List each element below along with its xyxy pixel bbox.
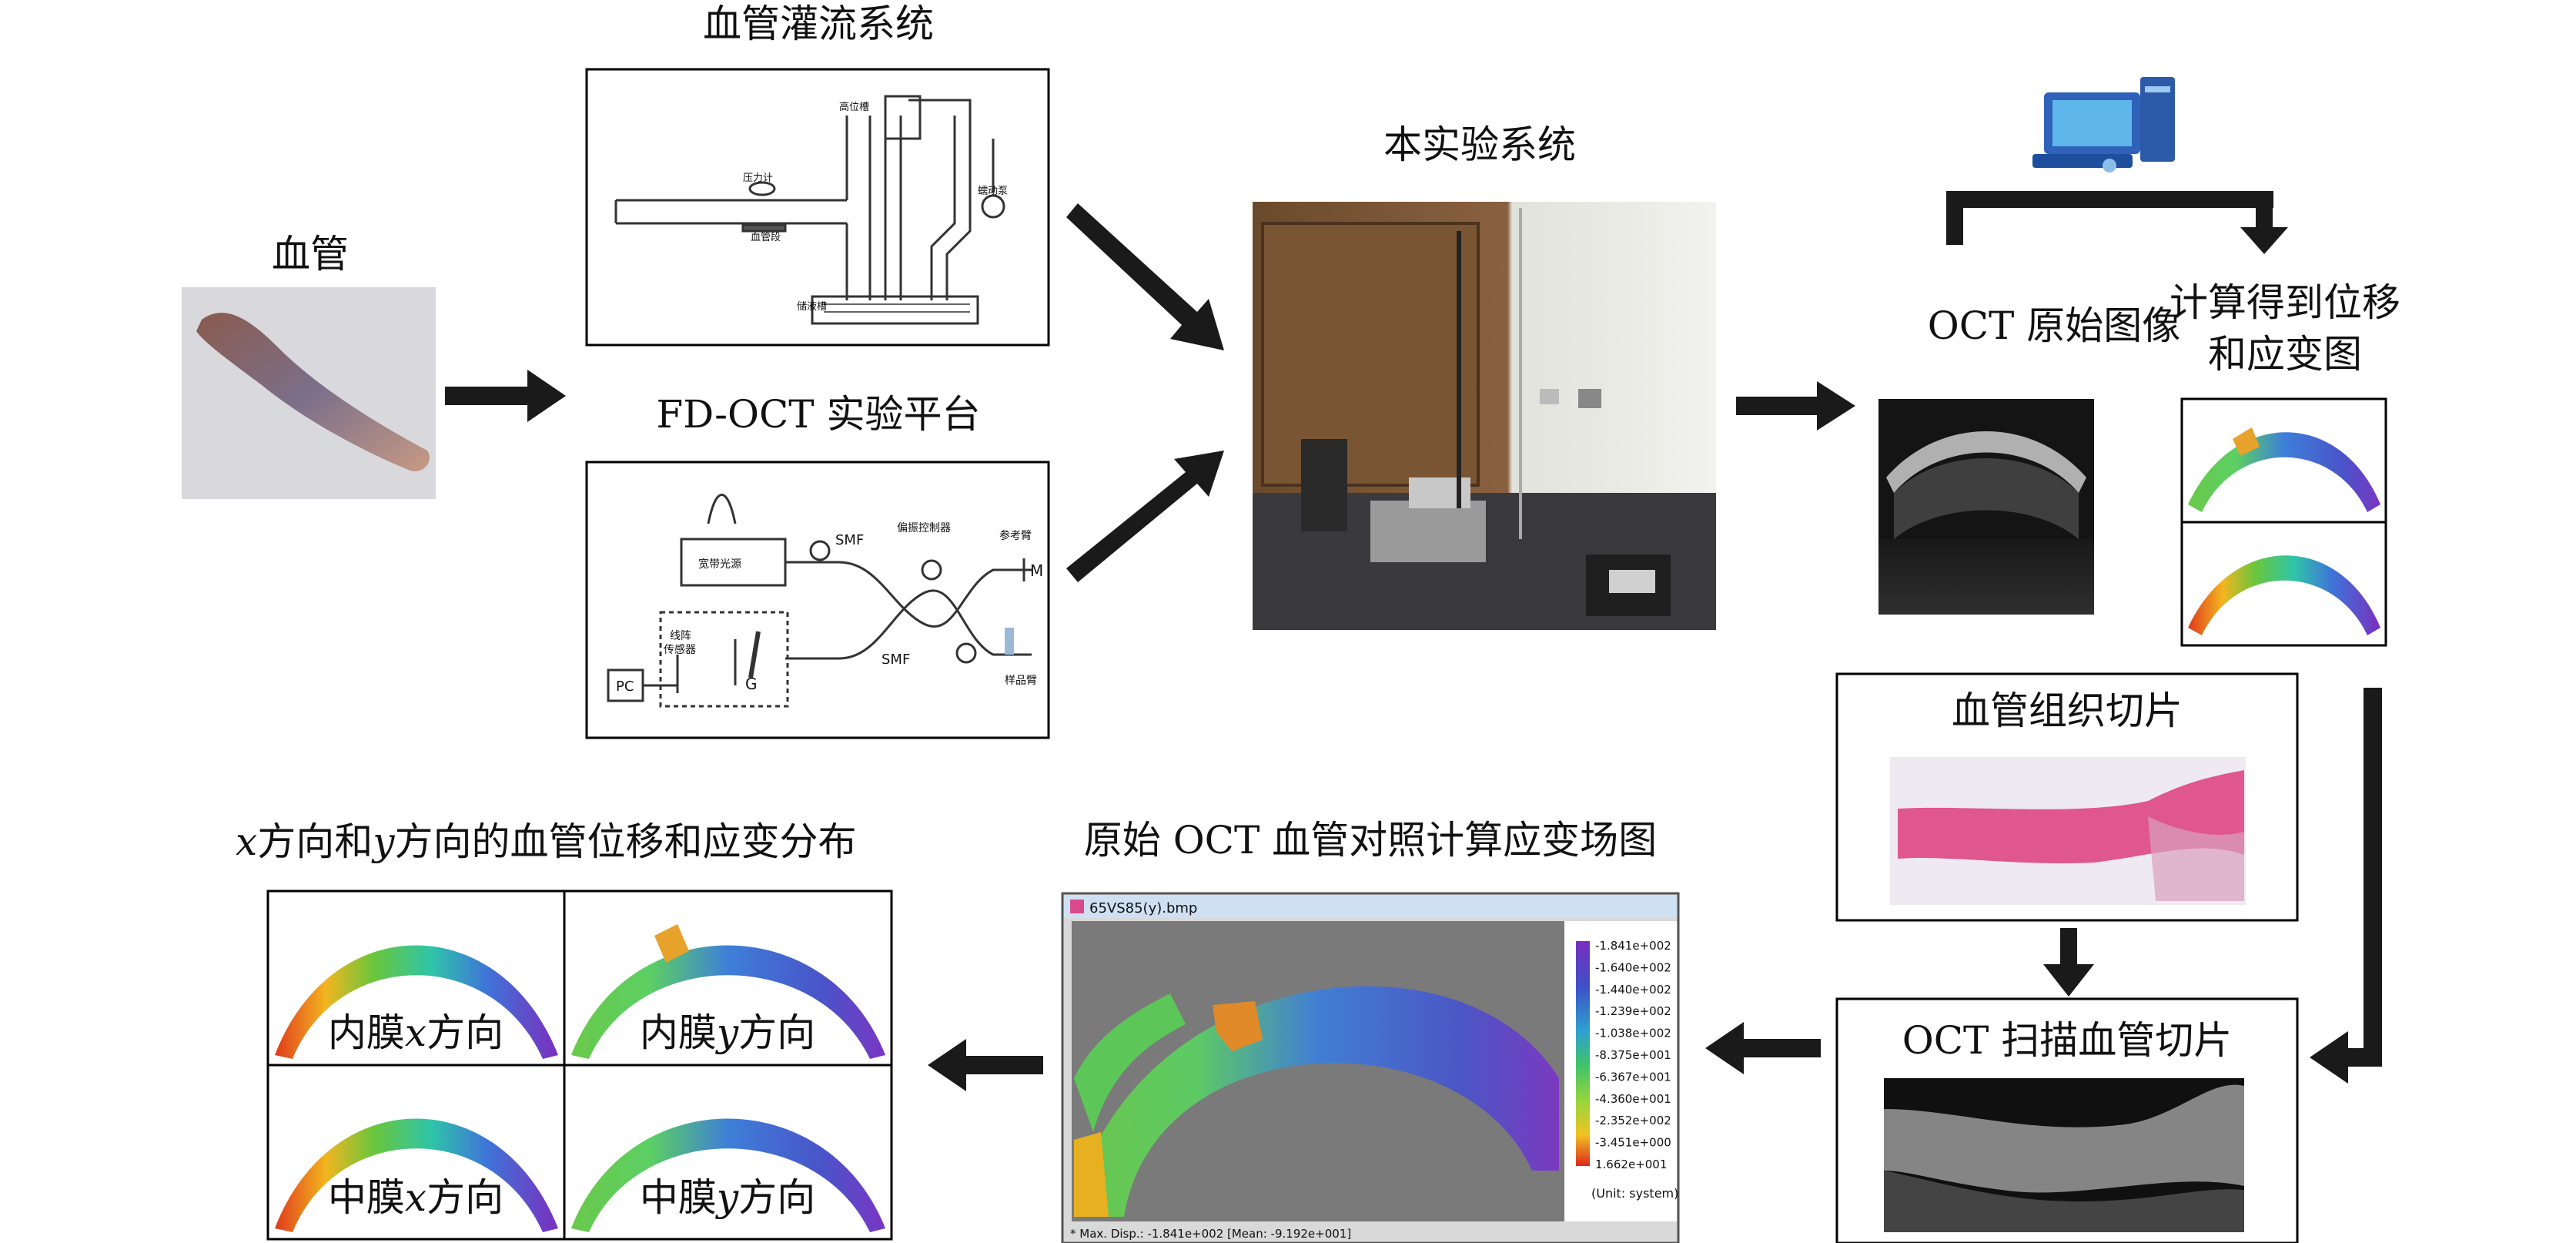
distribution-title-y: y — [371, 819, 395, 864]
cell-media-x-label: 中膜x方向 — [328, 1175, 503, 1220]
colorbar-tick-label: -1.239e+002 — [1595, 1004, 1671, 1018]
arrow-octscan-to-compare — [1705, 1022, 1821, 1074]
colorbar-tick-label: -6.367e+001 — [1595, 1070, 1671, 1084]
fdoct-title: FD-OCT 实验平台 — [656, 392, 980, 437]
perfusion-diagram: 高位槽 压力计 血管段 蠕动泵 储液槽 — [585, 68, 1050, 347]
pressure-meter-label: 压力计 — [743, 173, 773, 184]
strain-map-media-x — [275, 1118, 558, 1232]
mirror-label: M — [1030, 561, 1043, 580]
arrow-perfusion-to-system — [1066, 203, 1224, 350]
distribution-title-mid: 方向和 — [257, 819, 373, 864]
colorbar-tick-label: -2.352e+002 — [1595, 1114, 1671, 1127]
grating-label: G — [745, 675, 758, 693]
distribution-title-rest: 方向的血管位移和应变分布 — [394, 819, 856, 864]
distribution-title: x方向和y方向的血管位移和应变分布 — [236, 819, 856, 864]
vessel-segment-label: 血管段 — [751, 232, 781, 243]
fdoct-diagram: 宽带光源 SMF SMF 偏振控制器 参考臂 M 样品臂 线阵 传感器 G PC — [585, 461, 1050, 739]
polarization-controller-label: 偏振控制器 — [897, 522, 951, 534]
cell-intima-y-label: 内膜y方向 — [640, 1010, 815, 1055]
vessel-label: 血管 — [272, 232, 349, 276]
oct-raw-label: OCT 原始图像 — [1928, 303, 2181, 348]
broadband-source-label: 宽带光源 — [698, 558, 741, 571]
line-sensor-label-2: 传感器 — [664, 643, 696, 656]
pc-label: PC — [616, 678, 634, 695]
oct-scan-box: OCT 扫描血管切片 — [1835, 997, 2299, 1243]
flow-arrows — [445, 203, 2382, 1091]
histology-box: 血管组织切片 — [1835, 672, 2299, 922]
cell-media-y-label: 中膜y方向 — [640, 1175, 815, 1220]
histology-title: 血管组织切片 — [1952, 689, 2183, 733]
colorbar-tick-label: -1.440e+002 — [1595, 983, 1671, 997]
arrow-compare-to-distribution — [928, 1039, 1043, 1091]
colorbar-labels: -1.841e+002 -1.640e+002 -1.440e+002 -1.239e… — [1595, 939, 1671, 1171]
colorbar-unit: (Unit: system) — [1591, 1186, 1678, 1201]
colorbar-tick-label: -8.375e+001 — [1595, 1048, 1671, 1062]
arrow-system-to-octraw — [1736, 381, 1855, 431]
pump-label: 蠕动泵 — [978, 186, 1008, 197]
colorbar-tick-label: -1.038e+002 — [1595, 1027, 1671, 1040]
computed-line1: 计算得到位移 — [2170, 280, 2400, 325]
colorbar-tick-label: 1.662e+001 — [1595, 1158, 1667, 1171]
tank-label: 储液槽 — [797, 301, 827, 313]
cell-intima-x-label: 内膜x方向 — [328, 1010, 503, 1055]
colorbar — [1576, 941, 1590, 1166]
compare-window-title: 65VS85(y).bmp — [1089, 900, 1197, 916]
distribution-title-x: x — [236, 819, 257, 864]
compare-footer: * Max. Disp.: -1.841e+002 [Mean: -9.192e… — [1070, 1227, 1351, 1241]
computer-icon — [2032, 77, 2175, 173]
line-sensor-label-1: 线阵 — [670, 630, 691, 642]
computer-bracket — [1946, 191, 2288, 254]
arrow-histology-to-octscan — [2043, 928, 2094, 997]
colorbar-tick-label: -4.360e+001 — [1595, 1092, 1671, 1106]
sample-arm-label: 样品臂 — [1005, 675, 1037, 687]
computed-line2: 和应变图 — [2208, 332, 2362, 377]
vessel-photo — [182, 287, 436, 499]
smf-bottom-label: SMF — [882, 652, 910, 668]
perfusion-title: 血管灌流系统 — [703, 2, 934, 46]
arrow-fdoct-to-system — [1066, 451, 1224, 582]
system-photo — [1253, 202, 1716, 630]
oct-raw-image — [1878, 399, 2094, 615]
compare-title: 原始 OCT 血管对照计算应变场图 — [1084, 818, 1657, 863]
strain-map-intima-y — [571, 945, 885, 1059]
colorbar-tick-label: -1.640e+002 — [1595, 960, 1671, 974]
strain-map-media-y — [571, 1118, 885, 1232]
colorbar-tick-label: -1.841e+002 — [1595, 939, 1671, 953]
oct-scan-title: OCT 扫描血管切片 — [1902, 1018, 2233, 1063]
smf-top-label: SMF — [835, 532, 864, 548]
compare-window: 65VS85(y).bmp -1.841e+002 -1.640e+002 -1.4… — [1061, 892, 1680, 1243]
reservoir-label: 高位槽 — [839, 101, 869, 113]
computed-strain-maps — [2180, 397, 2387, 647]
colorbar-tick-label: -3.451e+000 — [1595, 1136, 1671, 1150]
arrow-vessel-to-systems — [445, 370, 566, 422]
system-title: 本实验系统 — [1383, 122, 1576, 167]
reference-arm-label: 参考臂 — [999, 529, 1032, 542]
arrow-right-elbow — [2310, 688, 2382, 1084]
distribution-grid: 内膜x方向 内膜y方向 中膜x方向 中膜y方向 — [266, 890, 893, 1241]
strain-map-intima-x — [275, 945, 558, 1059]
